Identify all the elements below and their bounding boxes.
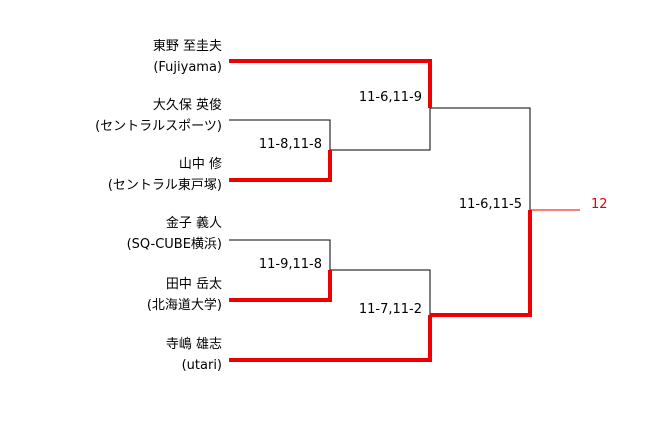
player-club: (utari) <box>181 358 222 373</box>
result-label: 12 <box>591 197 608 212</box>
player-name: 金子 義人 <box>165 216 222 231</box>
line-okubo <box>229 119 331 150</box>
score-final: 11-6,11-5 <box>458 197 522 212</box>
player-5: 田中 岳太 (北海道大学) <box>147 274 222 316</box>
player-name: 大久保 英俊 <box>152 98 222 113</box>
player-club: (セントラルスポーツ) <box>95 119 222 134</box>
player-club: (セントラル東戸塚) <box>107 178 222 193</box>
winner-lines <box>229 59 532 362</box>
player-name: 田中 岳太 <box>165 277 222 292</box>
player-name: 山中 修 <box>178 157 222 172</box>
player-club: (SQ-CUBE横浜) <box>126 237 222 252</box>
player-1: 東野 至圭夫 (Fujiyama) <box>153 36 222 78</box>
line-higashino <box>229 59 432 108</box>
player-name: 東野 至圭夫 <box>152 39 222 54</box>
line-yamanaka <box>229 150 332 182</box>
line-terashima <box>229 315 432 362</box>
line-tanaka <box>229 270 332 302</box>
player-3: 山中 修 (セントラル東戸塚) <box>108 154 222 196</box>
player-6: 寺嶋 雄志 (utari) <box>166 334 222 376</box>
player-club: (北海道大学) <box>146 298 222 313</box>
player-4: 金子 義人 (SQ-CUBE横浜) <box>127 213 222 255</box>
score-r1-top: 11-8,11-8 <box>258 137 322 152</box>
line-kaneko <box>229 239 331 270</box>
player-name: 寺嶋 雄志 <box>165 337 222 352</box>
line-r2-top-to-final <box>430 107 531 210</box>
score-r1-bottom: 11-9,11-8 <box>258 257 322 272</box>
score-r2-top: 11-6,11-9 <box>358 90 422 105</box>
player-2: 大久保 英俊 (セントラルスポーツ) <box>95 95 222 137</box>
score-r2-bottom: 11-7,11-2 <box>358 302 422 317</box>
line-r1-top-winner-to-r2 <box>330 108 431 151</box>
line-r2-bottom-to-final <box>430 210 532 317</box>
line-r1-bottom-winner-to-r2 <box>330 269 431 315</box>
player-club: (Fujiyama) <box>153 60 222 75</box>
loser-lines <box>229 107 531 315</box>
